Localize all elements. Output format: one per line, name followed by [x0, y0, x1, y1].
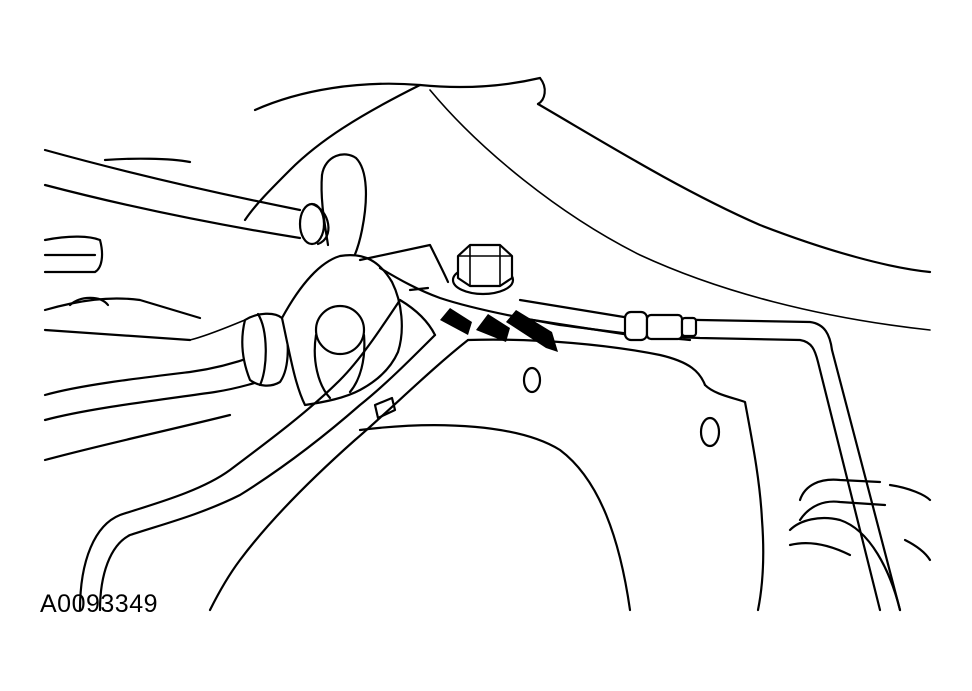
arrow-2: [476, 314, 510, 342]
arrow-1: [440, 308, 472, 335]
figure-id-label: A0093349: [40, 590, 159, 618]
stabilizer-rod: [43, 148, 330, 246]
right-lower-components: [788, 478, 932, 612]
subframe: [78, 243, 765, 612]
bolt: [451, 243, 515, 296]
bushing: [241, 312, 289, 387]
arrow-3: [506, 310, 558, 352]
bent-hose: [320, 153, 368, 270]
mounting-bracket: [280, 254, 403, 407]
left-structure: [43, 235, 272, 462]
upper-body-panel: [243, 76, 932, 331]
brake-line: [518, 298, 902, 612]
indicator-arrows: [440, 308, 558, 352]
